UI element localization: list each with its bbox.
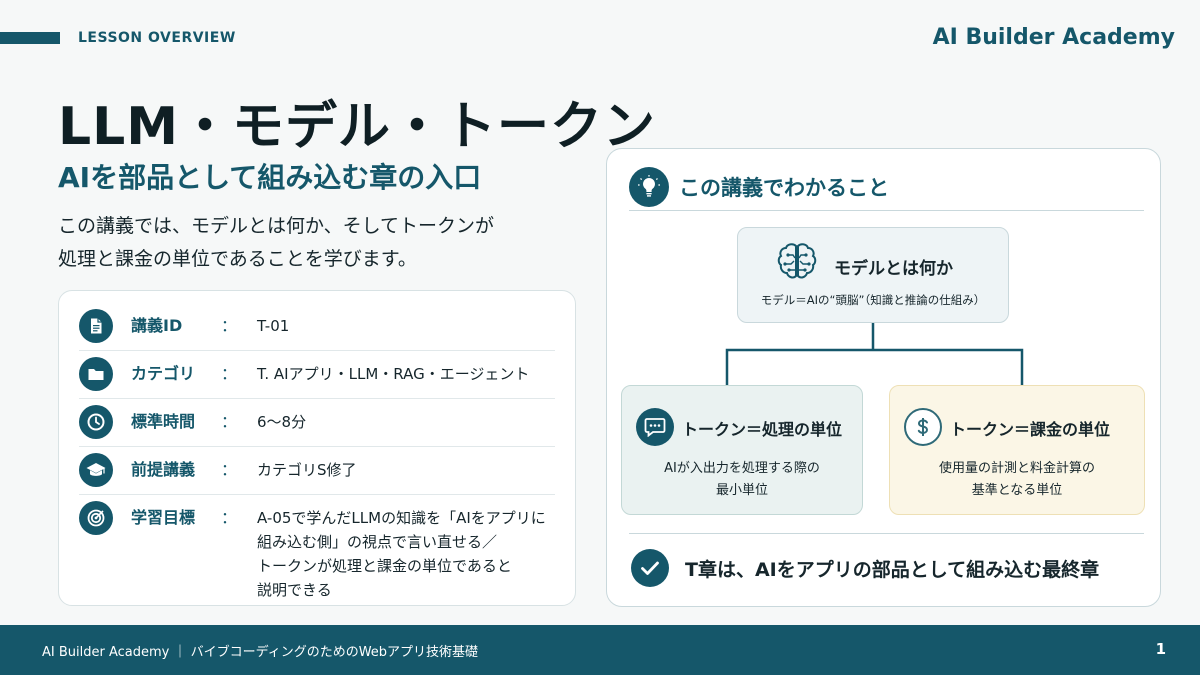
dollar-icon — [904, 408, 942, 446]
info-row-learning-goal: 学習目標 ： A-05で学んだLLMの知識を「AIをアプリに 組み込む側」の視点… — [79, 495, 555, 609]
info-value: A-05で学んだLLMの知識を「AIをアプリに 組み込む側」の視点で言い直せる／… — [257, 501, 555, 602]
token-processing-desc: AIが入出力を処理する際の 最小単位 — [622, 458, 862, 502]
description-line: 処理と課金の単位であることを学びます。 — [58, 248, 417, 270]
target-icon — [79, 501, 113, 535]
desc-line: AIが入出力を処理する際の — [664, 461, 820, 476]
lesson-info-card: 講義ID ： T-01 カテゴリ ： T. AIアプリ・LLM・RAG・エージェ… — [58, 290, 576, 606]
panel-summary: T章は、AIをアプリの部品として組み込む最終章 — [631, 549, 1099, 587]
info-value: カテゴリS修了 — [257, 461, 357, 479]
desc-line: 最小単位 — [715, 483, 768, 498]
lightbulb-icon — [629, 167, 669, 207]
graduation-cap-icon — [79, 453, 113, 487]
panel-footer-divider — [629, 533, 1144, 534]
info-row-lecture-id: 講義ID ： T-01 — [79, 303, 555, 351]
info-colon: ： — [221, 460, 238, 479]
goal-line: A-05で学んだLLMの知識を「AIをアプリに — [257, 509, 546, 527]
description-line: この講義では、モデルとは何か、そしてトークンが — [58, 215, 495, 237]
info-value: T-01 — [257, 317, 290, 335]
page-number: 1 — [1155, 640, 1166, 658]
model-title: モデルとは何か — [834, 259, 953, 279]
info-colon: ： — [221, 364, 238, 383]
brain-icon — [774, 242, 820, 286]
model-subtitle: モデル＝AIの“頭脳”（知識と推論の仕組み） — [760, 293, 986, 307]
check-icon — [631, 549, 669, 587]
connector-lines — [725, 323, 1024, 385]
goal-line: 説明できる — [257, 581, 332, 599]
info-colon: ： — [221, 508, 238, 527]
panel-divider — [629, 210, 1144, 211]
lesson-description: この講義では、モデルとは何か、そしてトークンが 処理と課金の単位であることを学び… — [58, 210, 568, 276]
info-value: T. AIアプリ・LLM・RAG・エージェント — [257, 365, 530, 383]
goal-line: トークンが処理と課金の単位であると — [257, 557, 512, 575]
token-processing-box: トークン＝処理の単位 AIが入出力を処理する際の 最小単位 — [621, 385, 863, 515]
info-colon: ： — [221, 412, 238, 431]
info-label: カテゴリ — [131, 364, 196, 383]
info-label: 講義ID — [131, 316, 183, 335]
page-title: LLM・モデル・トークン — [58, 97, 657, 157]
info-value: 6〜8分 — [257, 413, 307, 431]
desc-line: 基準となる単位 — [971, 483, 1063, 498]
footer-text: AI Builder Academy ｜ バイブコーディングのためのWebアプリ… — [42, 645, 479, 660]
panel-title: この講義でわかること — [679, 176, 889, 200]
token-processing-title: トークン＝処理の単位 — [682, 420, 843, 439]
token-billing-title: トークン＝課金の単位 — [950, 420, 1111, 439]
panel-header: この講義でわかること — [629, 167, 889, 207]
model-concept-box: モデルとは何か モデル＝AIの“頭脳”（知識と推論の仕組み） — [737, 227, 1009, 323]
document-icon — [79, 309, 113, 343]
info-row-prerequisite: 前提講義 ： カテゴリS修了 — [79, 447, 555, 495]
section-label: LESSON OVERVIEW — [78, 30, 236, 46]
header-accent-bar — [0, 32, 60, 44]
info-row-category: カテゴリ ： T. AIアプリ・LLM・RAG・エージェント — [79, 351, 555, 399]
folder-icon — [79, 357, 113, 391]
info-label: 学習目標 — [131, 508, 196, 527]
token-billing-desc: 使用量の計測と料金計算の 基準となる単位 — [890, 458, 1144, 502]
page-subtitle: AIを部品として組み込む章の入口 — [58, 161, 482, 194]
info-colon: ： — [221, 316, 238, 335]
goal-line: 組み込む側」の視点で言い直せる／ — [257, 533, 498, 551]
desc-line: 使用量の計測と料金計算の — [938, 461, 1095, 476]
summary-text: T章は、AIをアプリの部品として組み込む最終章 — [685, 558, 1100, 581]
brand-logo: AI Builder Academy — [932, 25, 1175, 50]
token-billing-box: トークン＝課金の単位 使用量の計測と料金計算の 基準となる単位 — [889, 385, 1145, 515]
info-label: 前提講義 — [131, 460, 196, 479]
info-label: 標準時間 — [131, 412, 196, 431]
info-row-standard-time: 標準時間 ： 6〜8分 — [79, 399, 555, 447]
chat-bubble-icon — [636, 408, 674, 446]
clock-icon — [79, 405, 113, 439]
learning-outcomes-panel: この講義でわかること モデルとは何か モデル＝AIの“頭脳”（知識と推論の仕組み… — [606, 148, 1161, 607]
slide-footer: AI Builder Academy ｜ バイブコーディングのためのWebアプリ… — [0, 625, 1200, 675]
